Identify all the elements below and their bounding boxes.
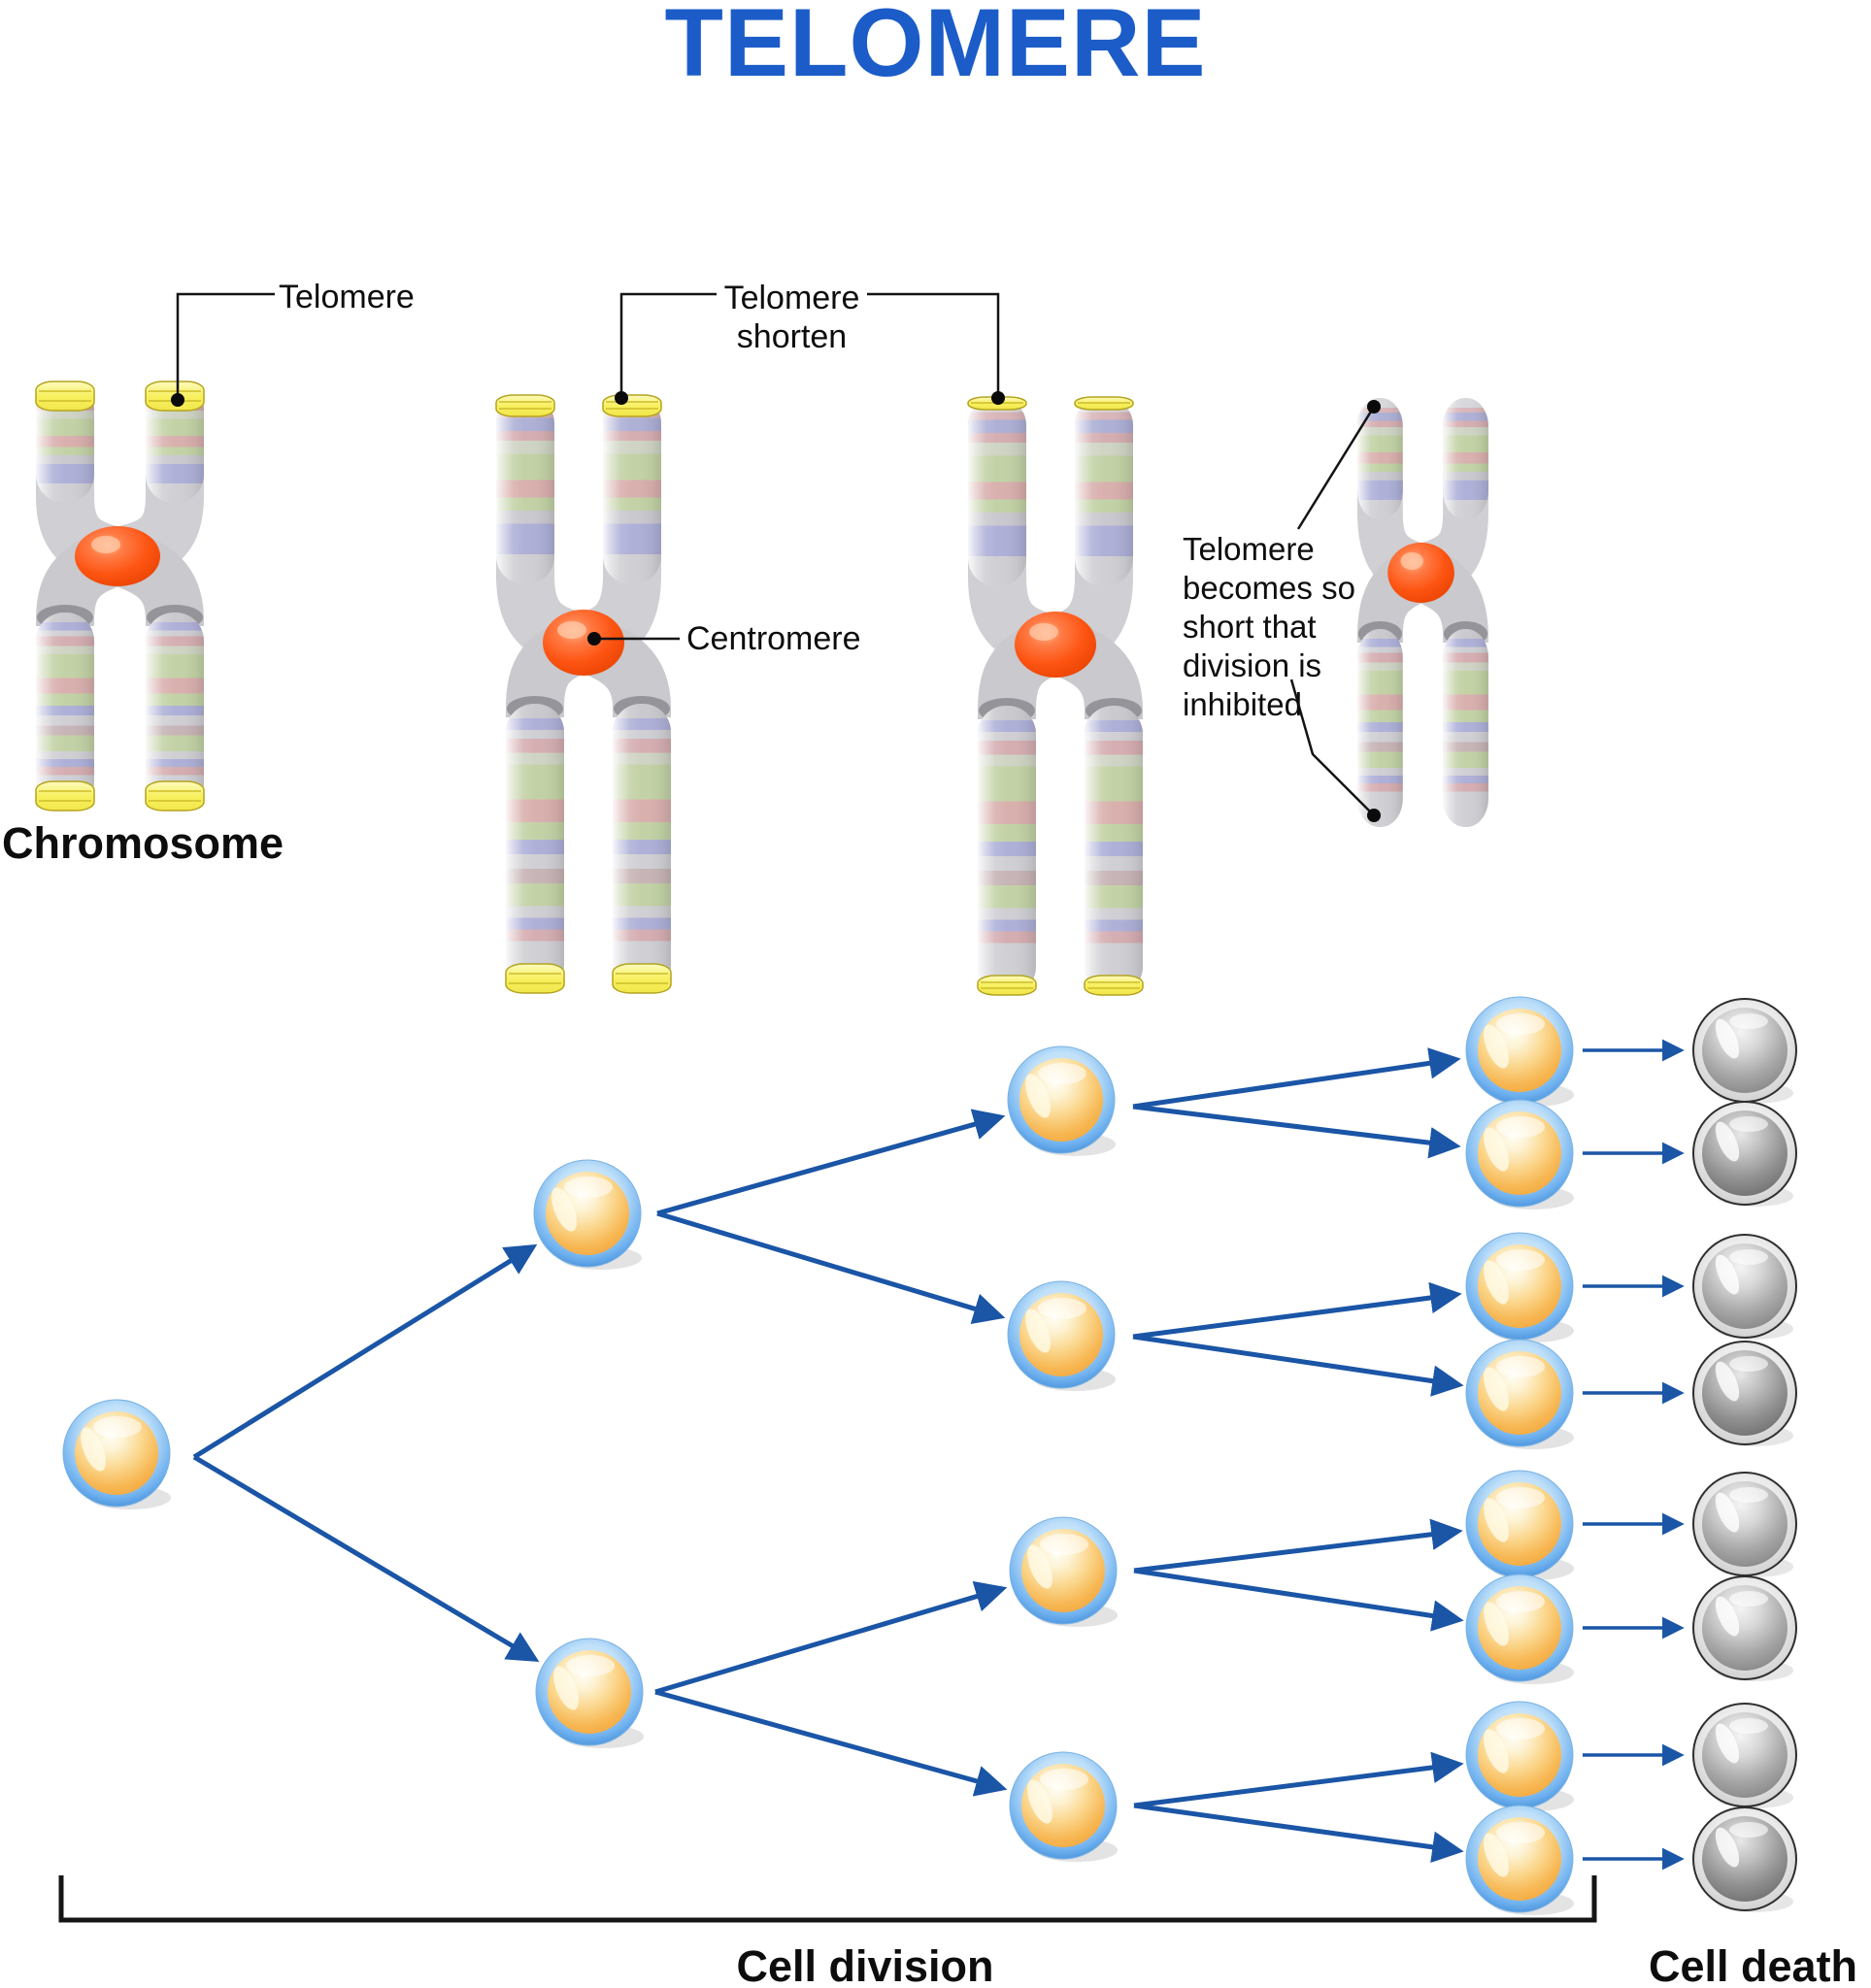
daughter-cell [1007,1280,1117,1392]
dead-cell [1692,1341,1797,1447]
parent-cell [62,1399,172,1510]
dead-cell [1692,1234,1797,1341]
cell-division-bracket [58,1875,1597,1923]
daughter-cell [1465,996,1575,1108]
daughter-cell [1465,1099,1575,1210]
dead-cell [1692,1101,1797,1208]
daughter-cell [1465,1574,1575,1685]
dead-cell [1692,1575,1797,1682]
telomere-label: Telomere [279,279,415,315]
dead-cell [1692,998,1797,1105]
daughter-cell [1465,1805,1575,1916]
inhibited-line3: short that [1183,609,1317,645]
telomere-shorten-line1: Telomere [723,280,860,316]
daughter-cell [1007,1045,1117,1157]
daughter-cell [1465,1470,1575,1581]
daughter-cell [1465,1232,1575,1343]
telomere-caps [35,381,1144,996]
chromosome-label: Chromosome [2,818,284,868]
chromosome-stage-3 [968,397,1143,995]
cell-division-label: Cell division [736,1941,994,1988]
daughter-cell [535,1638,645,1749]
daughter-cell [1009,1751,1119,1863]
cell-death-label: Cell death [1649,1941,1858,1988]
telomere-shorten-label: Telomere shorten [707,279,877,356]
chromosome-stage-2 [496,395,671,993]
dead-cell [1692,1472,1797,1578]
daughter-cell [1009,1516,1119,1628]
division-arrows [192,1047,1464,1863]
inhibited-line4: division is [1183,647,1322,683]
dead-cell [1692,1806,1797,1913]
daughter-cell [1465,1339,1575,1450]
label-connectors [171,292,1381,822]
centromere-label: Centromere [686,620,861,657]
daughter-cell [1465,1701,1575,1812]
inhibited-line2: becomes so [1183,570,1355,606]
telomere-inhibited-label: Telomere becomes so short that division … [1183,530,1355,724]
chromosome-stage-4 [1357,398,1488,827]
telomere-shorten-line2: shorten [736,318,848,355]
dead-cells [1692,998,1797,1913]
daughter-cell [533,1159,643,1271]
inhibited-line1: Telomere [1183,531,1315,567]
inhibited-line5: inhibited [1183,686,1302,722]
chromosome-stage-1 [36,381,204,811]
death-arrows [1583,1039,1685,1871]
page-title: TELOMERE [664,0,1207,96]
dead-cell [1692,1703,1797,1809]
